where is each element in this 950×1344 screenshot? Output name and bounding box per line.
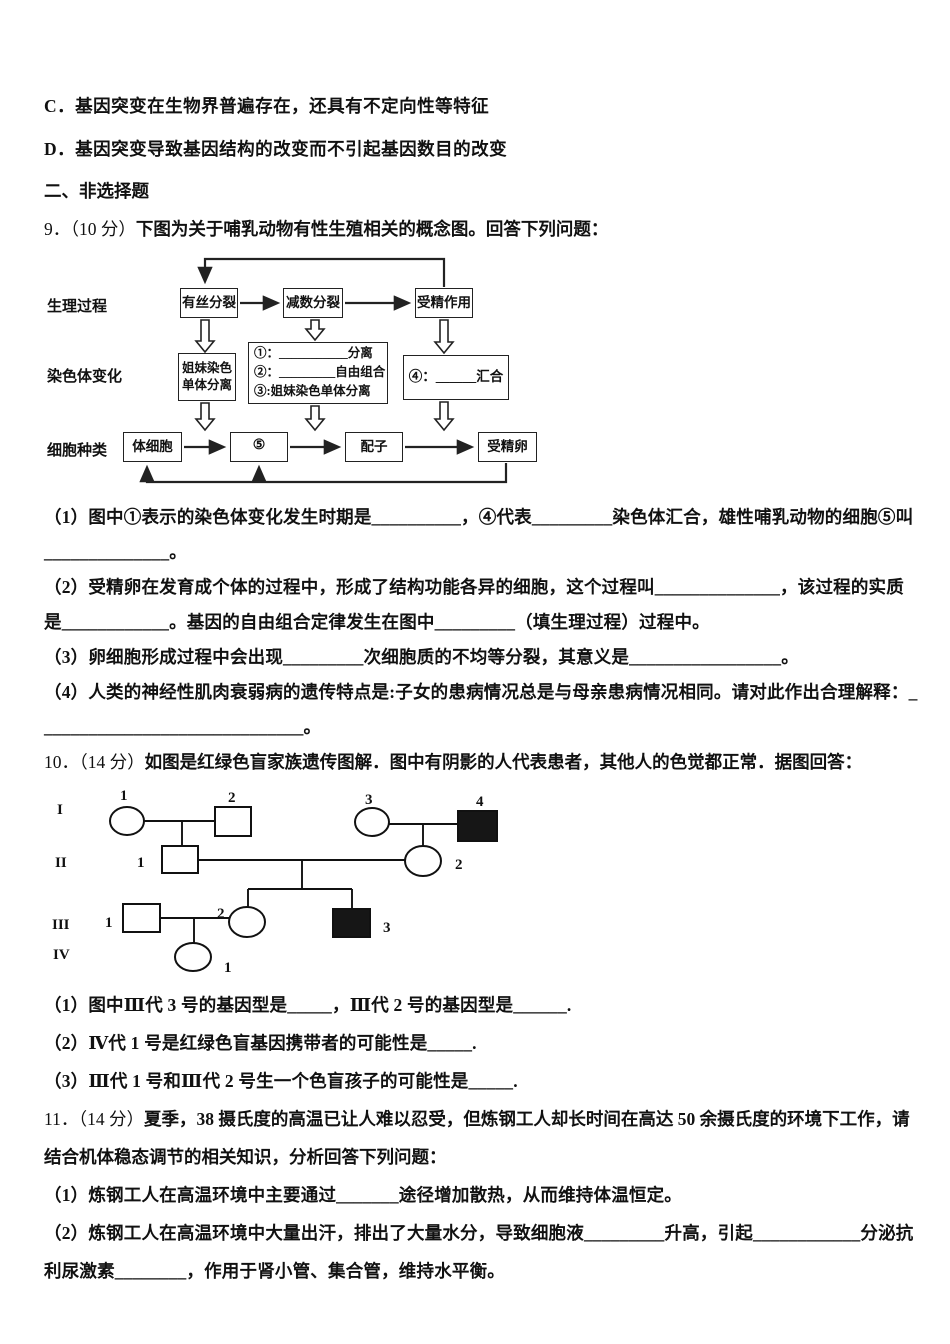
pedigree-I3-female-unaffected <box>354 806 390 837</box>
q11-stem: 11．（14 分）夏季，38 摄氏度的高温已让人难以忍受，但炼钢工人却长时间在高… <box>44 1100 920 1176</box>
feedback-line-bottom <box>139 462 508 483</box>
flowchart-box-meiosis-changes: ①：___________分离 ②：_________自由组合 ③:姐妹染色单体… <box>248 341 388 404</box>
q9-sub2: （2）受精卵在发育成个体的过程中，形成了结构功能各异的细胞，这个过程叫_____… <box>44 576 904 632</box>
hollow-arrow-merge-down <box>433 400 455 431</box>
mid-line1: ①：___________分离 <box>254 346 373 361</box>
q9-stem-text: 下图为关于哺乳动物有性生殖相关的概念图。回答下列问题： <box>135 218 609 239</box>
flowchart-connectors <box>139 257 508 483</box>
flowchart-row-label-chromosome: 染色体变化 <box>47 368 123 385</box>
flowchart-box-mitosis: 有丝分裂 <box>180 287 238 318</box>
option-d-label: D． <box>44 138 76 159</box>
q9-sub3: （3）卵细胞形成过程中会出现_________次细胞质的不均等分裂，其意义是__… <box>44 646 799 667</box>
pedigree-II2-female-unaffected <box>404 844 442 877</box>
q10-stem: 10．（14 分）如图是红绿色盲家族遗传图解．图中有阴影的人代表患者，其他人的色… <box>44 745 920 780</box>
q10-sub3: （3）Ⅲ代 1 号和Ⅲ代 2 号生一个色盲孩子的可能性是_____. <box>44 1070 518 1091</box>
pedigree-II1-male-unaffected <box>161 844 199 874</box>
label-I3: 3 <box>365 792 373 808</box>
option-d-text: 基因突变导致基因结构的改变而不引起基因数目的改变 <box>75 138 508 159</box>
option-c-label: C． <box>44 96 76 116</box>
label-I1: 1 <box>120 788 128 804</box>
flowchart-box-sister-chromatid: 姐妹染色 单体分离 <box>178 352 236 401</box>
q10-score: （14 分） <box>79 751 145 772</box>
flowchart-box-step5: ⑤ <box>230 431 288 462</box>
pedigree-svg: I II III IV 1 2 3 4 1 2 1 2 <box>52 788 498 976</box>
mid-line2: ②：_________自由组合 <box>254 365 386 380</box>
pedigree-I2-male-unaffected <box>214 805 252 837</box>
label-III2: 2 <box>217 906 225 922</box>
option-d: D．基因突变导致基因结构的改变而不引起基因数目的改变 <box>44 138 920 161</box>
q9-stem: 9．（10 分）下图为关于哺乳动物有性生殖相关的概念图。回答下列问题： <box>44 212 920 247</box>
pedigree-I1-female-unaffected <box>109 805 145 836</box>
flowchart-box-fertilization: 受精作用 <box>415 287 473 318</box>
hollow-arrow-mitosis-down <box>194 318 216 353</box>
q10-number: 10． <box>44 751 79 772</box>
option-c-text: 基因突变在生物界普遍存在，还具有不定向性等特征 <box>75 96 490 116</box>
q10-stem-text: 如图是红绿色盲家族遗传图解．图中有阴影的人代表患者，其他人的色觉都正常．据图回答… <box>144 751 863 772</box>
flowchart-box-meiosis: 减数分裂 <box>283 287 343 318</box>
label-I2: 2 <box>228 790 236 806</box>
sister-line1: 姐妹染色 <box>181 361 232 376</box>
pedigree-I4-male-affected <box>457 809 498 842</box>
q11-sub2: （2）炼钢工人在高温环境中大量出汗，排出了大量水分，导致细胞液_________… <box>44 1222 914 1281</box>
label-IV1: 1 <box>224 960 232 976</box>
generation-label-I: I <box>57 802 63 818</box>
label-III3: 3 <box>383 920 391 936</box>
hollow-arrow-fertilization-down <box>433 318 455 354</box>
hollow-arrow-mid-down <box>304 404 326 431</box>
section-heading: 二、非选择题 <box>44 180 149 201</box>
pedigree-III3-male-affected <box>332 907 371 938</box>
q9-sub4: （4）人类的神经性肌肉衰弱病的遗传特点是:子女的患病情况总是与母亲患病情况相同。… <box>44 681 918 737</box>
flowchart-box-gamete: 配子 <box>345 431 403 462</box>
q10-sub1: （1）图中Ⅲ代 3 号的基因型是_____，Ⅲ代 2 号的基因型是______. <box>44 994 572 1015</box>
flowchart-box-merge: ④：______汇合 <box>403 354 509 400</box>
pedigree-III2-female-unaffected <box>228 905 266 938</box>
feedback-line-top <box>197 257 446 287</box>
flowchart-box-zygote: 受精卵 <box>478 431 537 462</box>
label-III1: 1 <box>105 915 113 931</box>
flowchart-row-label-process: 生理过程 <box>47 298 108 315</box>
q11-stem-text: 夏季，38 摄氏度的高温已让人难以忍受，但炼钢工人却长时间在高达 50 余摄氏度… <box>44 1108 910 1167</box>
option-c: C．基因突变在生物界普遍存在，还具有不定向性等特征 <box>44 95 920 118</box>
sister-line2: 单体分离 <box>181 377 232 392</box>
mid-line3: ③:姐妹染色单体分离 <box>254 383 371 398</box>
generation-label-III: III <box>52 917 70 933</box>
pedigree-III1-male-unaffected <box>122 902 161 933</box>
q9-number: 9． <box>44 218 71 239</box>
q11-score: （14 分） <box>78 1108 144 1129</box>
generation-label-II: II <box>55 855 67 871</box>
q11-sub1: （1）炼钢工人在高温环境中主要通过_______途径增加散热，从而维持体温恒定。 <box>44 1184 682 1205</box>
flowchart-box-somatic-cell: 体细胞 <box>123 431 182 462</box>
hollow-arrow-meiosis-down <box>304 318 326 341</box>
q11-number: 11． <box>44 1108 79 1129</box>
label-II1: 1 <box>137 855 145 871</box>
q10-sub2: （2）Ⅳ代 1 号是红绿色盲基因携带者的可能性是_____. <box>44 1032 477 1053</box>
generation-label-IV: IV <box>53 947 70 963</box>
flowchart-row-label-celltype: 细胞种类 <box>47 442 108 459</box>
pedigree-IV1-female-unaffected <box>174 941 212 972</box>
label-II2: 2 <box>455 857 463 873</box>
q10-pedigree-chart: I II III IV 1 2 3 4 1 2 1 2 <box>47 784 592 984</box>
q9-sub1: （1）图中①表示的染色体变化发生时期是__________，④代表_______… <box>44 506 914 562</box>
label-I4: 4 <box>476 794 484 810</box>
q9-concept-flowchart: 生理过程 染色体变化 细胞种类 有丝分裂 减数分裂 受精作用 姐妹染色 单体分离… <box>47 253 567 490</box>
q9-score: （10 分） <box>70 218 136 239</box>
hollow-arrow-sister-down <box>194 401 216 431</box>
